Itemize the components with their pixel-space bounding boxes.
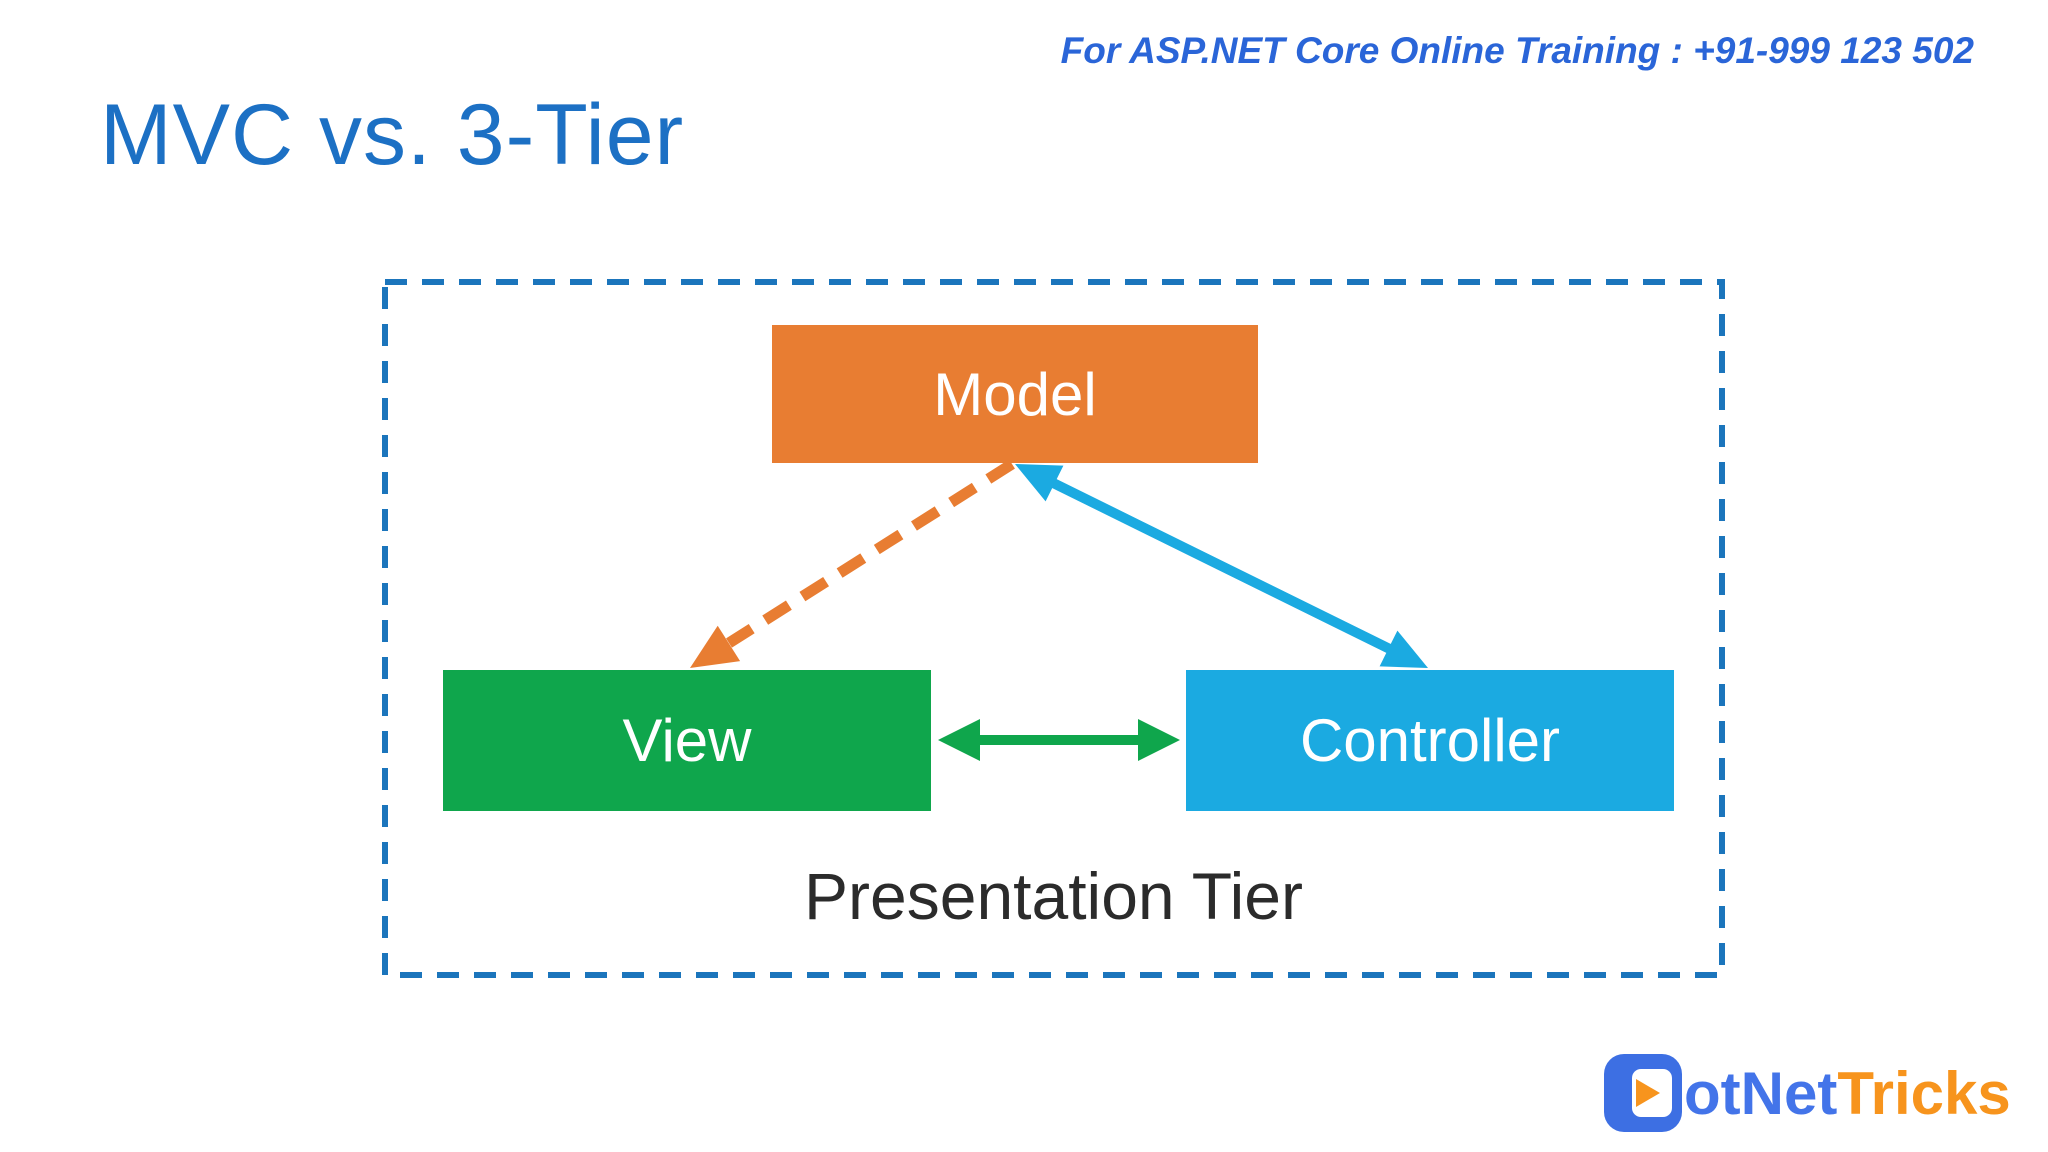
presentation-tier-label: Presentation Tier — [804, 859, 1303, 933]
node-model-label: Model — [933, 360, 1097, 428]
play-triangle-icon — [1636, 1079, 1660, 1107]
edge-model-controller — [1032, 469, 1411, 663]
page-title: MVC vs. 3-Tier — [100, 87, 685, 183]
node-view: View — [443, 670, 931, 811]
node-view-label: View — [622, 707, 752, 774]
header-note: For ASP.NET Core Online Training : +91-9… — [1060, 30, 1974, 71]
logo-text-orange: Tricks — [1837, 1059, 2011, 1127]
logo-text: otNetTricks — [1684, 1059, 2011, 1128]
node-model: Model — [772, 325, 1258, 463]
d-play-icon — [1604, 1054, 1682, 1132]
presentation-tier-border — [382, 279, 1725, 978]
dotnettricks-logo: otNetTricks — [1604, 1054, 2011, 1132]
edge-model-view — [726, 459, 1015, 648]
edge-model-view-arrowhead — [690, 625, 741, 668]
edge-view-controller-arrowhead-right — [1138, 719, 1180, 761]
logo-text-blue: otNet — [1684, 1059, 1838, 1127]
edge-view-controller-arrowhead-left — [938, 719, 980, 761]
edge-model-controller-arrowhead-top — [1015, 464, 1064, 502]
node-controller-label: Controller — [1299, 707, 1561, 774]
edge-model-controller-arrowhead-bottom — [1379, 630, 1428, 668]
node-controller: Controller — [1186, 670, 1674, 811]
